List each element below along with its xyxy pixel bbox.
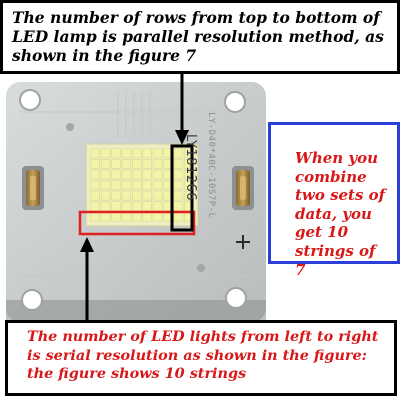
led-chip-cell bbox=[100, 148, 111, 159]
solder-pad-left bbox=[22, 166, 44, 210]
parallel-explanation-callout: The number of rows from top to bottom of… bbox=[0, 0, 400, 74]
led-chip-cell bbox=[121, 190, 132, 201]
led-chip-cell bbox=[90, 201, 100, 211]
pointer-arrow-up bbox=[80, 237, 94, 322]
board-texture-lines bbox=[20, 92, 250, 277]
led-chip-cell bbox=[142, 190, 152, 201]
mounting-hole-top-right bbox=[224, 91, 246, 113]
led-chip-cell bbox=[173, 190, 184, 201]
led-chip-cell bbox=[173, 169, 184, 180]
led-chip-cell bbox=[142, 159, 152, 169]
serial-highlight-box bbox=[78, 210, 196, 236]
led-chip-cell bbox=[90, 180, 100, 190]
led-chip-cell bbox=[111, 159, 121, 169]
led-chip-cell bbox=[90, 159, 100, 169]
led-chip-cell bbox=[132, 190, 142, 201]
board-shadow-band bbox=[6, 300, 266, 322]
mounting-hole-bottom-left bbox=[21, 289, 43, 311]
led-chip-cell bbox=[90, 190, 100, 201]
led-chip-cell bbox=[100, 180, 111, 190]
led-chip-cell bbox=[152, 159, 163, 169]
led-chip-cell bbox=[152, 211, 163, 222]
led-chip-cell bbox=[121, 159, 132, 169]
led-chip-cell bbox=[121, 201, 132, 211]
led-chip-cell bbox=[100, 159, 111, 169]
fiducial-dot bbox=[66, 123, 74, 131]
led-chip-cell bbox=[173, 159, 184, 169]
led-chip-cell bbox=[100, 190, 111, 201]
led-chip-cell bbox=[132, 180, 142, 190]
led-chip-cell bbox=[121, 180, 132, 190]
led-chip-cell bbox=[111, 201, 121, 211]
parallel-highlight-box bbox=[170, 144, 194, 232]
led-chip-cell bbox=[111, 148, 121, 159]
led-chip-cell bbox=[152, 201, 163, 211]
led-chip-cell bbox=[142, 180, 152, 190]
led-chip-cell bbox=[142, 201, 152, 211]
solder-pad-right bbox=[232, 166, 254, 210]
led-chip-cell bbox=[132, 211, 142, 222]
board-model-text: LY-D40*40C-10S7P-L bbox=[206, 112, 216, 219]
led-chip-cell bbox=[142, 148, 152, 159]
mounting-hole-top-left bbox=[19, 89, 41, 111]
serial-explanation-callout: The number of LED lights from left to ri… bbox=[5, 320, 397, 396]
led-chip-cell bbox=[100, 201, 111, 211]
led-chip-cell bbox=[152, 190, 163, 201]
led-chip-cell bbox=[111, 180, 121, 190]
led-chip-cell bbox=[132, 159, 142, 169]
pointer-arrow-down bbox=[175, 70, 189, 145]
led-chip-cell bbox=[173, 201, 184, 211]
led-chip-cell bbox=[132, 201, 142, 211]
led-chip-cell bbox=[173, 211, 184, 222]
fiducial-dot bbox=[197, 264, 205, 272]
led-chip-cell bbox=[111, 190, 121, 201]
led-chip-cell bbox=[111, 211, 121, 222]
led-chip-cell bbox=[90, 211, 100, 222]
led-chip-cell bbox=[152, 148, 163, 159]
led-chip-cell bbox=[142, 211, 152, 222]
led-chip-cell bbox=[132, 169, 142, 180]
led-chip-cell bbox=[173, 180, 184, 190]
led-chip-cell bbox=[121, 169, 132, 180]
led-chip-cell bbox=[132, 148, 142, 159]
led-chip-cell bbox=[111, 169, 121, 180]
mounting-holes bbox=[19, 89, 247, 311]
mounting-hole-bottom-right bbox=[225, 287, 247, 309]
polarity-plus-mark bbox=[236, 235, 250, 249]
led-chip-cell bbox=[121, 211, 132, 222]
board-lot-code: LY181266 bbox=[183, 134, 198, 202]
led-chip-cell bbox=[142, 169, 152, 180]
led-chip-cell bbox=[121, 148, 132, 159]
led-chip-cell bbox=[90, 169, 100, 180]
led-chip-cell bbox=[152, 169, 163, 180]
combined-strings-callout: When you combine two sets of data, you g… bbox=[268, 122, 400, 279]
led-chip-cell bbox=[173, 148, 184, 159]
led-chip-cell bbox=[100, 169, 111, 180]
led-chip-cell bbox=[152, 180, 163, 190]
led-chip-cell bbox=[90, 148, 100, 159]
led-chip-cell bbox=[100, 211, 111, 222]
